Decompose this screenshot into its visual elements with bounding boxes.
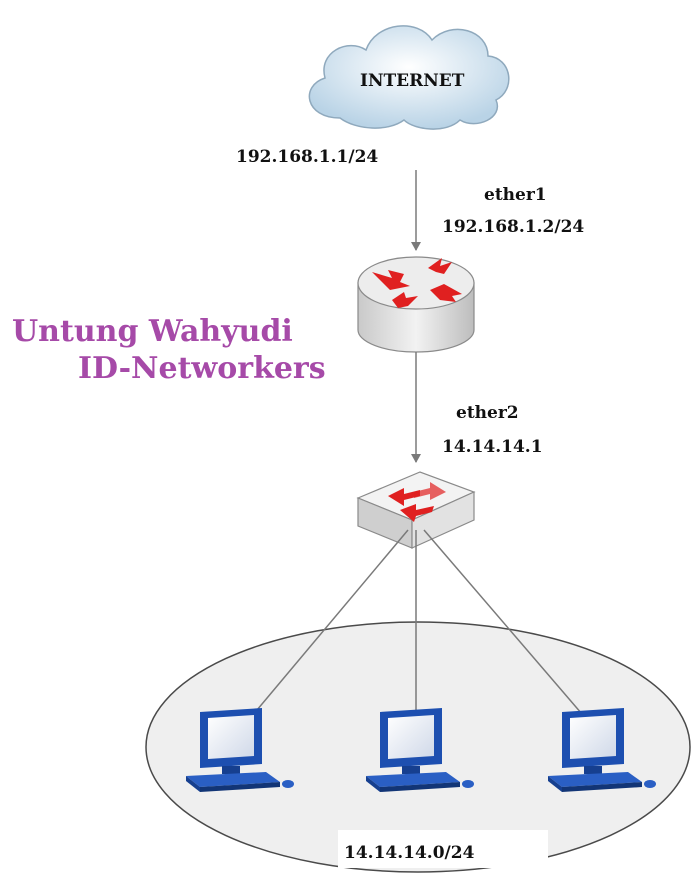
lan-label-box xyxy=(338,830,548,868)
ether1-ip-label: 192.168.1.2/24 xyxy=(442,217,584,237)
watermark-line-2: ID-Networkers xyxy=(78,351,326,386)
watermark-line-1: Untung Wahyudi xyxy=(12,314,293,349)
internet-label: INTERNET xyxy=(360,71,465,91)
ether2-ip-label: 14.14.14.1 xyxy=(442,437,543,457)
internet-cloud-icon xyxy=(308,25,510,130)
router-icon xyxy=(357,256,475,353)
link-pc-3 xyxy=(423,529,601,736)
ether2-label: ether2 xyxy=(456,403,519,423)
link-pc-1 xyxy=(235,529,409,736)
ether1-label: ether1 xyxy=(484,185,547,205)
gateway-ip-label: 192.168.1.1/24 xyxy=(236,147,378,167)
lan-network-label: 14.14.14.0/24 xyxy=(344,843,475,863)
